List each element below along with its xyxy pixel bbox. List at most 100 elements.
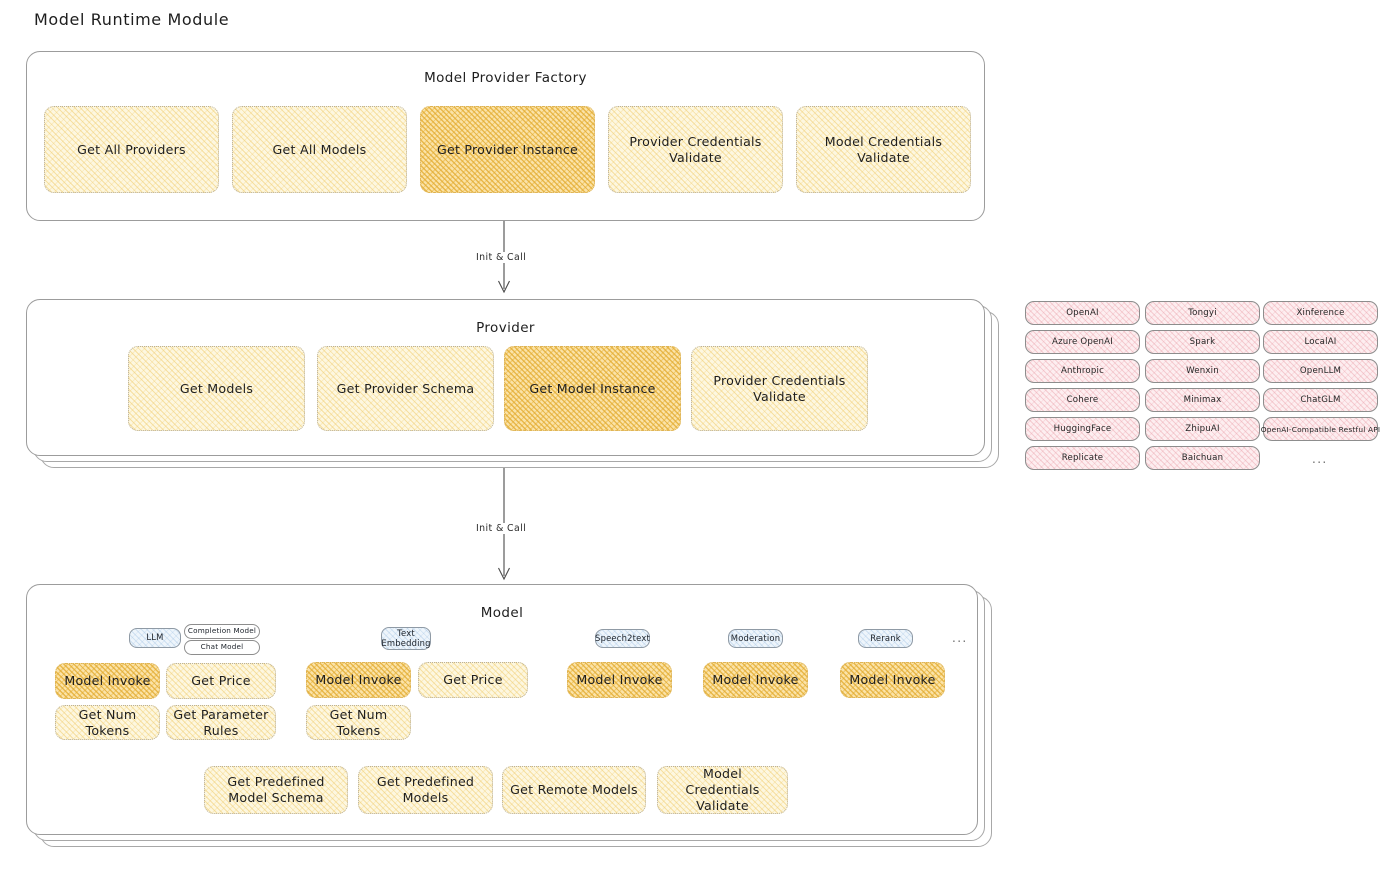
llm-method-get-num-tokens[interactable]: Get Num Tokens	[55, 705, 160, 740]
provider-box-label: Provider Credentials Validate	[713, 372, 846, 404]
speech2text-method-model-invoke[interactable]: Model Invoke	[567, 662, 672, 698]
provider-chip-azure-openai[interactable]: Azure OpenAI	[1025, 330, 1140, 354]
provider-chip-minimax[interactable]: Minimax	[1145, 388, 1260, 412]
llm-method-model-invoke[interactable]: Model Invoke	[55, 663, 160, 699]
model-type-tag-moderation[interactable]: Moderation	[728, 629, 783, 648]
model-type-tag-speech2text[interactable]: Speech2text	[595, 629, 650, 648]
provider-chip-label: Wenxin	[1186, 366, 1219, 376]
text-embedding-method-model-invoke[interactable]: Model Invoke	[306, 662, 411, 698]
model-common-model-credentials-validate[interactable]: Model Credentials Validate	[657, 766, 788, 814]
provider-chip-label: ChatGLM	[1300, 395, 1341, 405]
provider-chip-tongyi[interactable]: Tongyi	[1145, 301, 1260, 325]
moderation-method-model-invoke[interactable]: Model Invoke	[703, 662, 808, 698]
model-provider-factory-title: Model Provider Factory	[424, 70, 587, 86]
provider-box-label: Get Model Instance	[529, 380, 656, 396]
provider-chip-spark[interactable]: Spark	[1145, 330, 1260, 354]
model-type-tag-rerank[interactable]: Rerank	[858, 629, 913, 648]
provider-chip-openllm[interactable]: OpenLLM	[1263, 359, 1378, 383]
model-title: Model	[480, 605, 524, 621]
provider-chip-label: OpenAI-Compatible Restful API	[1260, 424, 1381, 434]
llm-method-get-parameter-rules[interactable]: Get Parameter Rules	[166, 705, 276, 740]
method-label: Model Invoke	[576, 672, 663, 688]
method-label: Model Invoke	[315, 672, 402, 688]
model-common-get-predefined-models[interactable]: Get Predefined Models	[358, 766, 493, 814]
provider-chip-label: Replicate	[1061, 453, 1104, 463]
factory-box-get-all-models[interactable]: Get All Models	[232, 106, 407, 193]
provider-chip-xinference[interactable]: Xinference	[1263, 301, 1378, 325]
provider-chip-chatglm[interactable]: ChatGLM	[1263, 388, 1378, 412]
model-common-get-remote-models[interactable]: Get Remote Models	[502, 766, 646, 814]
provider-box-get-models[interactable]: Get Models	[128, 346, 305, 431]
text-embedding-method-get-price[interactable]: Get Price	[418, 662, 528, 698]
provider-chip-label: Cohere	[1066, 395, 1099, 405]
provider-chip-label: OpenLLM	[1299, 366, 1342, 376]
provider-chip-label: LocalAI	[1304, 337, 1337, 347]
factory-box-get-provider-instance[interactable]: Get Provider Instance	[420, 106, 595, 193]
model-type-label: Text Embedding	[381, 627, 431, 648]
page-title: Model Runtime Module	[34, 10, 230, 29]
provider-chip-label: ZhipuAI	[1185, 424, 1220, 434]
provider-chip-openai[interactable]: OpenAI	[1025, 301, 1140, 325]
model-subtag-chat-model[interactable]: Chat Model	[184, 640, 260, 655]
model-type-label: LLM	[146, 632, 164, 643]
factory-box-label: Get Provider Instance	[436, 141, 579, 157]
provider-chip-label: Spark	[1189, 337, 1216, 347]
provider-chip-cohere[interactable]: Cohere	[1025, 388, 1140, 412]
model-types-more-ellipsis: ...	[952, 631, 968, 645]
method-label: Model Invoke	[712, 672, 799, 688]
provider-chip-replicate[interactable]: Replicate	[1025, 446, 1140, 470]
provider-chip-label: Anthropic	[1060, 366, 1105, 376]
factory-box-label: Get All Models	[272, 141, 367, 157]
method-label: Get Predefined Model Schema	[227, 774, 325, 805]
method-label: Get Price	[191, 673, 251, 689]
model-type-label: Speech2text	[595, 632, 650, 643]
provider-chip-openai-compatible-restful-api[interactable]: OpenAI-Compatible Restful API	[1260, 417, 1381, 441]
provider-chip-label: Minimax	[1183, 395, 1222, 405]
arrow-label-init-and-call-2: Init & Call	[473, 523, 530, 534]
provider-box-get-model-instance[interactable]: Get Model Instance	[504, 346, 681, 431]
rerank-method-model-invoke[interactable]: Model Invoke	[840, 662, 945, 698]
provider-chip-label: HuggingFace	[1053, 424, 1112, 434]
provider-box-label: Get Provider Schema	[336, 380, 475, 396]
method-label: Get Num Tokens	[329, 706, 388, 738]
provider-chip-label: OpenAI	[1066, 308, 1099, 318]
provider-chip-localai[interactable]: LocalAI	[1263, 330, 1378, 354]
provider-chip-zhipuai[interactable]: ZhipuAI	[1145, 417, 1260, 441]
model-subtag-completion-model[interactable]: Completion Model	[184, 624, 260, 639]
arrow-provider-to-model	[498, 468, 510, 581]
method-label: Model Invoke	[849, 672, 936, 688]
factory-box-label: Provider Credentials Validate	[629, 133, 762, 165]
method-label: Model Credentials Validate	[685, 766, 760, 813]
provider-list-more-ellipsis: ...	[1312, 452, 1328, 466]
llm-method-get-price[interactable]: Get Price	[166, 663, 276, 699]
method-label: Get Price	[443, 672, 503, 688]
provider-box-get-provider-schema[interactable]: Get Provider Schema	[317, 346, 494, 431]
factory-box-label: Get All Providers	[77, 141, 186, 157]
factory-box-get-all-providers[interactable]: Get All Providers	[44, 106, 219, 193]
provider-chip-label: Xinference	[1296, 308, 1345, 318]
model-type-tag-llm[interactable]: LLM	[129, 628, 181, 648]
provider-chip-huggingface[interactable]: HuggingFace	[1025, 417, 1140, 441]
model-type-label: Moderation	[730, 632, 781, 643]
method-label: Model Invoke	[64, 673, 151, 689]
method-label: Get Remote Models	[510, 782, 638, 798]
provider-box-provider-credentials-validate[interactable]: Provider Credentials Validate	[691, 346, 868, 431]
provider-chip-anthropic[interactable]: Anthropic	[1025, 359, 1140, 383]
arrow-label-init-and-call-1: Init & Call	[473, 252, 530, 263]
method-label: Get Predefined Models	[376, 774, 475, 805]
text-embedding-method-get-num-tokens[interactable]: Get Num Tokens	[306, 705, 411, 740]
factory-box-label: Model Credentials Validate	[824, 133, 943, 165]
model-type-tag-text-embedding[interactable]: Text Embedding	[381, 627, 431, 650]
provider-chip-baichuan[interactable]: Baichuan	[1145, 446, 1260, 470]
model-type-label: Rerank	[870, 632, 901, 643]
model-subtag-label: Chat Model	[200, 642, 244, 652]
factory-box-provider-credentials-validate[interactable]: Provider Credentials Validate	[608, 106, 783, 193]
provider-chip-label: Baichuan	[1181, 453, 1224, 463]
factory-box-model-credentials-validate[interactable]: Model Credentials Validate	[796, 106, 971, 193]
provider-chip-label: Azure OpenAI	[1052, 337, 1113, 347]
provider-chip-label: Tongyi	[1188, 308, 1217, 318]
provider-box-label: Get Models	[179, 380, 254, 396]
model-common-get-predefined-model-schema[interactable]: Get Predefined Model Schema	[204, 766, 348, 814]
provider-chip-wenxin[interactable]: Wenxin	[1145, 359, 1260, 383]
